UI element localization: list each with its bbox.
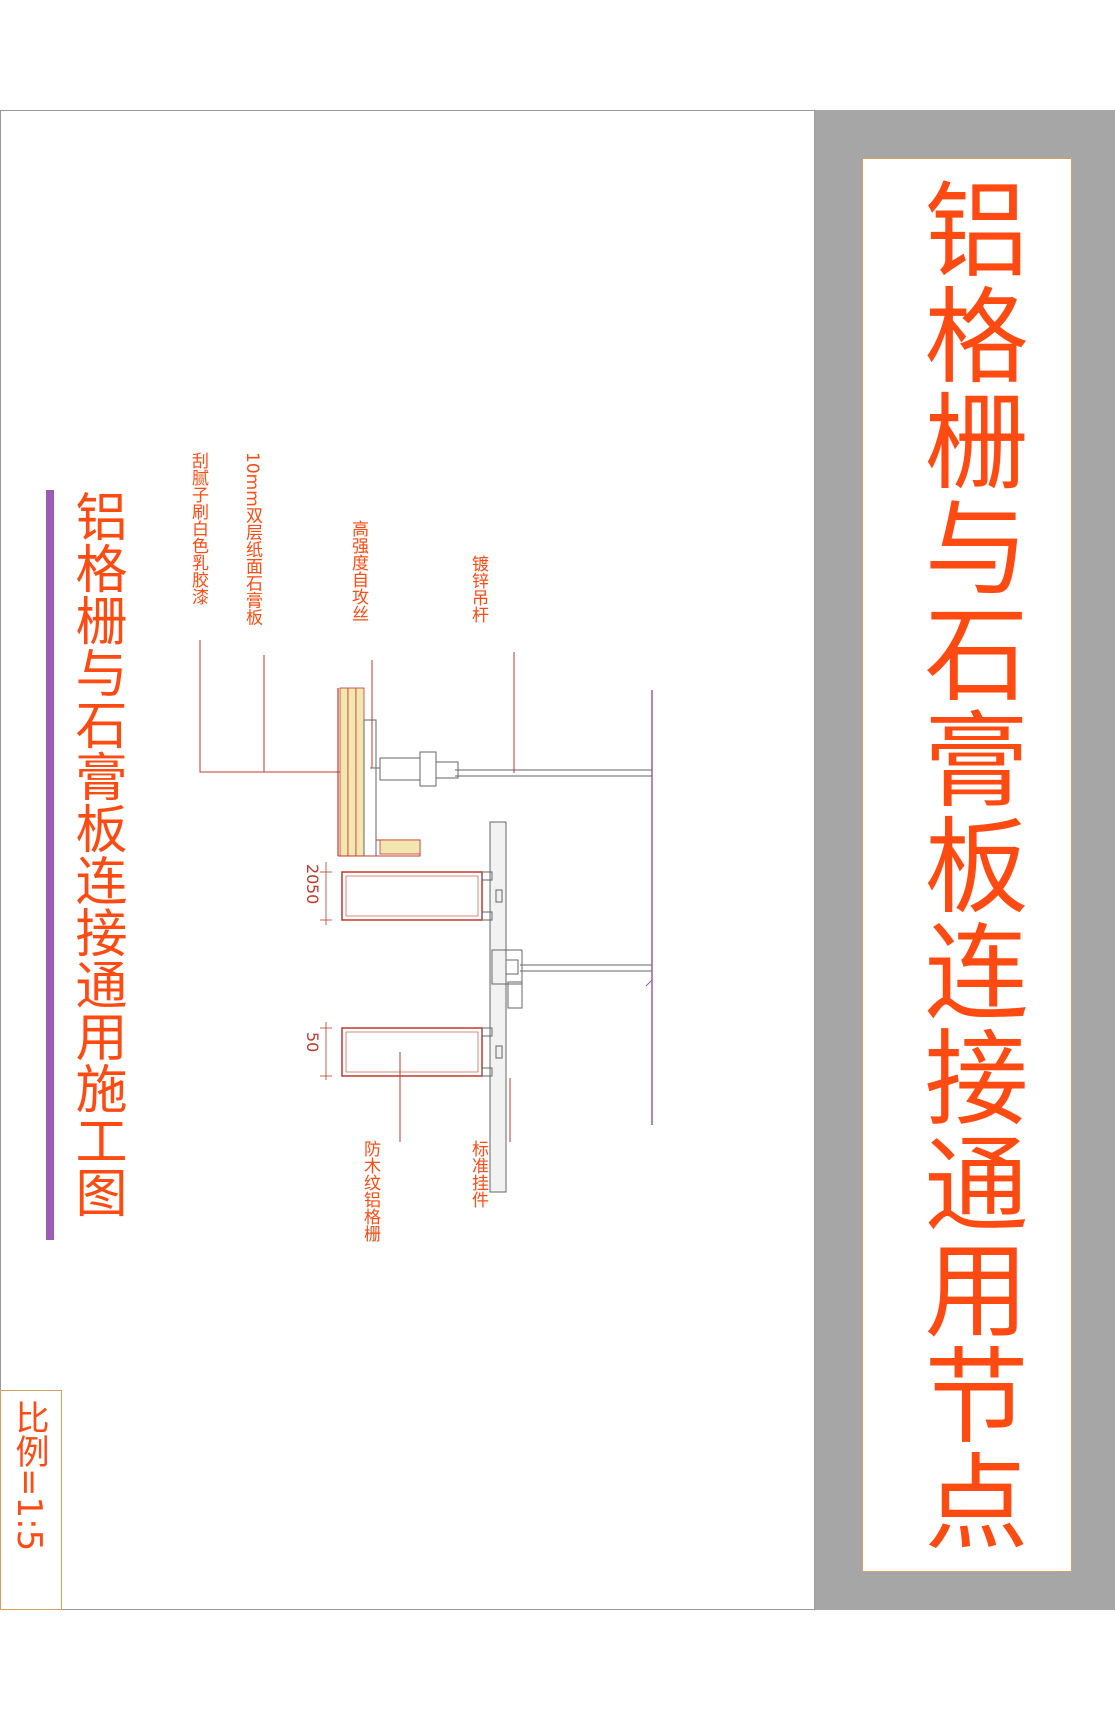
sub-title: 铝格栅与石膏板连接通用施工图	[66, 490, 126, 1218]
bracket-bolt	[505, 959, 519, 975]
hanger-clip-nut	[419, 751, 437, 787]
subtitle-accent-bar	[46, 490, 54, 1240]
label-hanger-rod: 镀锌吊杆	[468, 555, 488, 623]
bracket-plate	[507, 981, 523, 1009]
clip-upper-tab	[495, 889, 503, 903]
clip-upper-b	[481, 911, 493, 921]
gypsum-layer-3	[355, 687, 365, 857]
label-aluminum-grille: 防木纹铝格栅	[360, 1140, 380, 1242]
clip-lower-b	[481, 1067, 493, 1077]
dimension-50-upper: 50	[303, 884, 322, 905]
hanger-clip	[379, 757, 421, 781]
clip-lower-tab	[495, 1045, 503, 1059]
hanger-bracket	[491, 949, 523, 985]
grille-profile-upper	[341, 871, 483, 921]
grille-profile-upper-inner	[345, 875, 479, 917]
label-gypsum-board: 10mm双层纸面石膏板	[242, 452, 262, 626]
leader-putty-paint	[199, 640, 340, 773]
grille-profile-lower	[341, 1027, 483, 1077]
dimension-20: 20	[303, 864, 322, 885]
title-box	[862, 158, 1072, 1572]
clip-lower-a	[481, 1027, 493, 1037]
clip-upper-a	[481, 871, 493, 881]
gypsum-layer-2	[347, 687, 357, 857]
edge-trim	[379, 839, 421, 855]
label-standard-hanger: 标准挂件	[468, 1140, 488, 1208]
drawing-area	[0, 110, 815, 1610]
main-keel	[363, 719, 377, 857]
dimension-50-lower: 50	[303, 1032, 322, 1053]
gypsum-layer-1	[339, 687, 349, 857]
label-putty-paint: 刮腻子刷白色乳胶漆	[188, 452, 208, 605]
scale-box	[0, 1390, 62, 1610]
grille-profile-lower-inner	[345, 1031, 479, 1073]
hanger-clip-bolt	[435, 761, 459, 779]
scale-label: 比例=1:5	[9, 1400, 49, 1552]
label-screw: 高强度自攻丝	[348, 520, 368, 622]
slab-break-mark	[645, 979, 653, 987]
main-title: 铝格栅与石膏板连接通用节点	[906, 176, 1028, 1554]
